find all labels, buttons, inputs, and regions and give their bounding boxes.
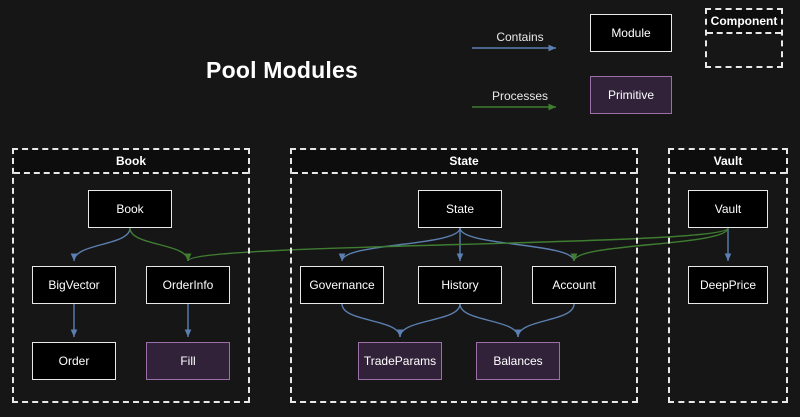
node-balances[interactable]: Balances	[476, 342, 560, 380]
group-vault: Vault	[668, 148, 788, 403]
group-book: Book	[12, 148, 250, 403]
node-vault[interactable]: Vault	[688, 190, 768, 228]
node-state[interactable]: State	[418, 190, 502, 228]
page-title: Pool Modules	[206, 57, 358, 83]
node-fill[interactable]: Fill	[146, 342, 230, 380]
node-order[interactable]: Order	[32, 342, 116, 380]
node-governance[interactable]: Governance	[300, 266, 384, 304]
node-orderinfo[interactable]: OrderInfo	[146, 266, 230, 304]
legend-processes-label: Processes	[491, 89, 549, 103]
group-label-book: Book	[14, 150, 248, 174]
group-state: State	[290, 148, 638, 403]
legend-component-label: Component	[707, 10, 781, 34]
node-tradeparams[interactable]: TradeParams	[358, 342, 442, 380]
node-account[interactable]: Account	[532, 266, 616, 304]
legend-primitive-box: Primitive	[590, 76, 672, 114]
node-history[interactable]: History	[418, 266, 502, 304]
node-book[interactable]: Book	[88, 190, 172, 228]
node-bigvector[interactable]: BigVector	[32, 266, 116, 304]
group-label-vault: Vault	[670, 150, 786, 174]
legend-module-box: Module	[590, 14, 672, 52]
group-label-state: State	[292, 150, 636, 174]
legend-contains-label: Contains	[496, 30, 544, 44]
node-deepprice[interactable]: DeepPrice	[688, 266, 768, 304]
legend-component-box: Component	[705, 8, 783, 68]
